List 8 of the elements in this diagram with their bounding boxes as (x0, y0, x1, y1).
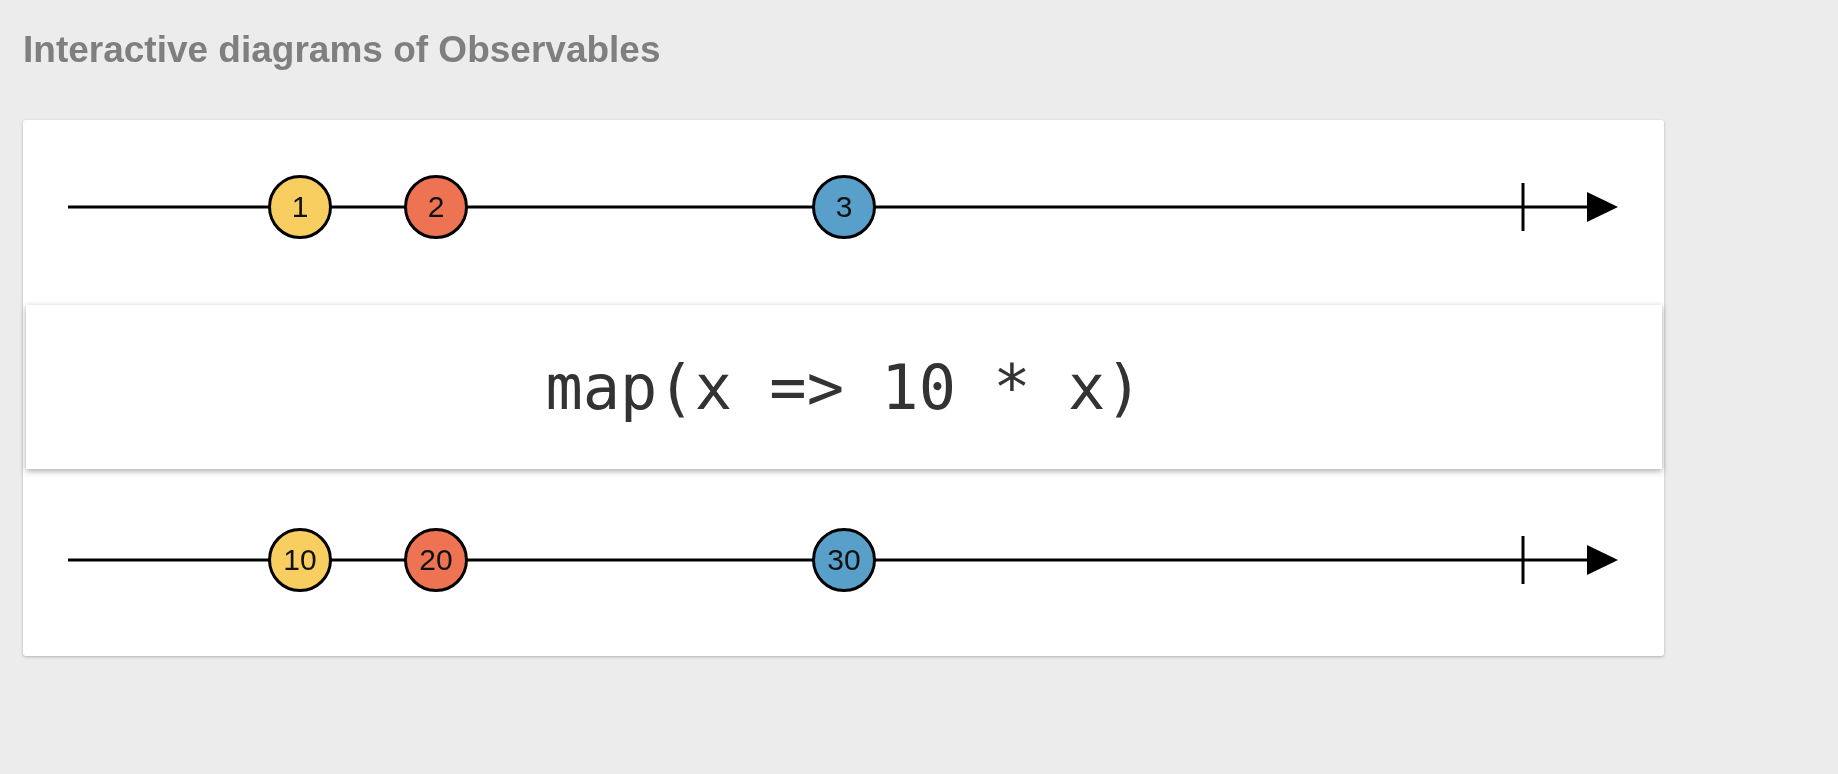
operator-box: map(x => 10 * x) (26, 305, 1662, 469)
marble: 30 (812, 528, 876, 592)
marble: 1 (268, 175, 332, 239)
marble: 2 (404, 175, 468, 239)
marble: 20 (404, 528, 468, 592)
marble: 3 (812, 175, 876, 239)
marble: 10 (268, 528, 332, 592)
page-title: Interactive diagrams of Observables (23, 31, 661, 68)
